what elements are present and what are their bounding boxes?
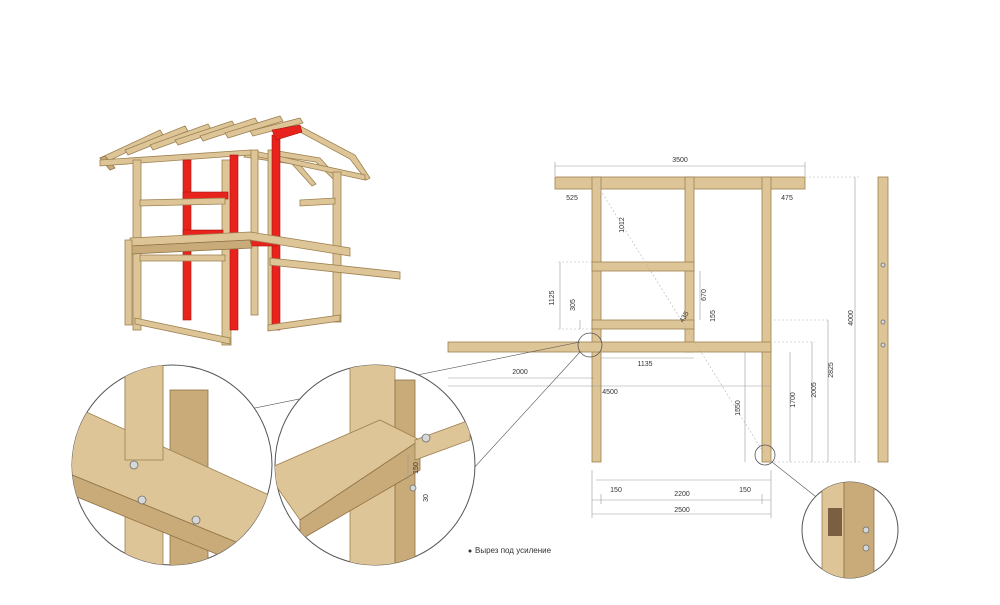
dim-1550: 1550 [735,400,742,416]
detail-dim-30: 30 [423,494,430,502]
cross-beam-lower [591,319,695,330]
dim-2825: 2825 [828,362,835,378]
note-bullet [468,549,472,553]
detail-circle-base [801,481,899,579]
post-right [761,176,772,463]
dim-1135: 1135 [637,361,652,368]
cross-beam-upper [591,261,695,272]
detail-circle-joint-1 [71,364,273,566]
dim-left-height: 1125 [549,290,556,305]
dim-total-height: 4000 [848,310,855,326]
cutout-note: Вырез под усиление [475,546,552,555]
detail-circle-joint-2: 150 30 [274,364,476,566]
playhouse-3d-view [99,115,401,346]
dim-diagonal: 1012 [619,217,626,233]
post-left [591,176,602,463]
callout-marker-base [754,444,776,466]
dim-435: 435 [679,310,691,324]
front-elevation: 3500 525 475 1012 1125 305 670 155 435 1… [447,157,860,518]
dim-2000: 2000 [512,369,528,376]
callout-marker-joint [577,332,603,358]
top-beam [554,176,806,190]
dim-top-width: 3500 [672,157,688,164]
dim-left-overhang: 525 [566,195,578,202]
dim-bottom-span: 2200 [674,491,690,498]
long-beam [447,341,772,353]
post-front-mid [221,159,232,346]
dim-right-overhang: 475 [781,195,793,202]
dim-155: 155 [710,310,717,322]
dim-1700: 1700 [790,392,797,408]
detail-dim-150: 150 [413,462,420,474]
dim-4500: 4500 [602,389,618,396]
side-elevation [877,176,889,463]
dim-670: 670 [701,289,708,301]
dim-bottom-left: 150 [610,487,622,494]
dim-305: 305 [570,299,577,311]
dim-bottom-total: 2500 [674,507,690,514]
dim-bottom-right: 150 [739,487,751,494]
dim-2005: 2005 [811,382,818,398]
